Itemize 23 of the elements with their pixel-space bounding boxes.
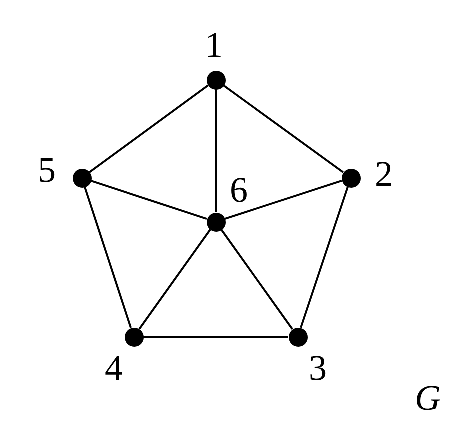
vertex-label: 4 [105,350,123,386]
graph-edge [84,186,132,328]
graph-edge [89,84,209,174]
vertex-dot [342,168,360,188]
vertex-label: 5 [38,152,56,188]
vertex-label: 3 [309,350,327,386]
vertex-label: 1 [205,27,223,63]
vertex-label: 6 [230,172,248,208]
graph-edge [90,180,208,220]
graph-edge [220,229,294,330]
vertex-dot [206,212,226,232]
vertex-dot [124,328,144,346]
graph-edge [215,90,217,212]
graph-edge [224,180,342,220]
graph-edge [138,229,212,330]
vertex-dot [288,328,308,346]
vertex-label: 2 [375,156,393,192]
graph-edge [223,84,344,174]
vertex-dot [72,168,92,188]
graph-edge [300,186,349,328]
graph-edge [144,336,288,338]
graph-name: G [415,380,441,416]
vertex-dot [206,70,226,90]
